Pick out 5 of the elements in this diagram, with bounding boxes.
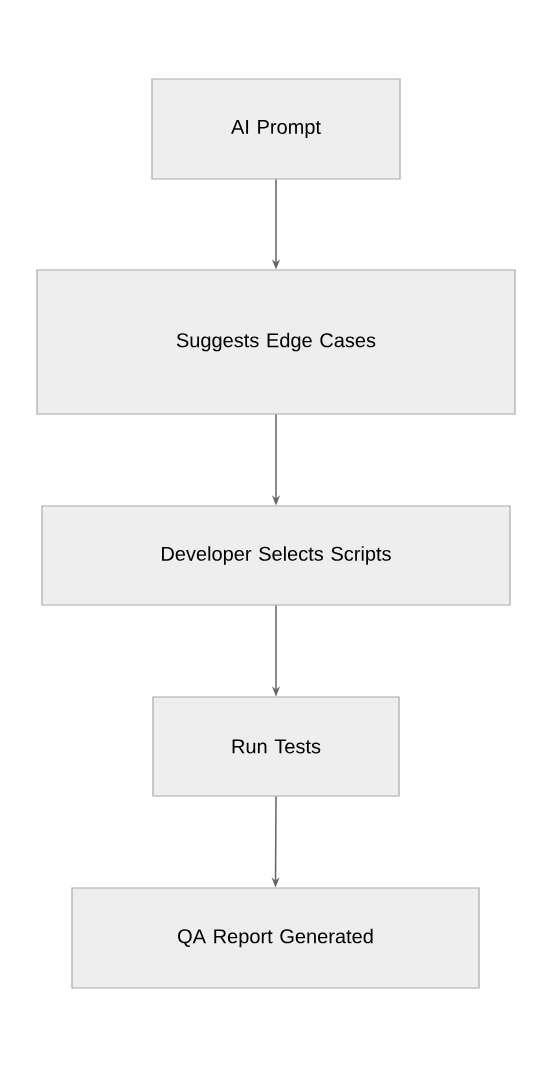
process-box: Suggests Edge Cases [36, 269, 516, 415]
process-box: Developer Selects Scripts [41, 505, 511, 606]
process-box: AI Prompt [151, 78, 401, 180]
process-box: QA Report Generated [71, 887, 480, 989]
process-box: Run Tests [152, 696, 400, 797]
